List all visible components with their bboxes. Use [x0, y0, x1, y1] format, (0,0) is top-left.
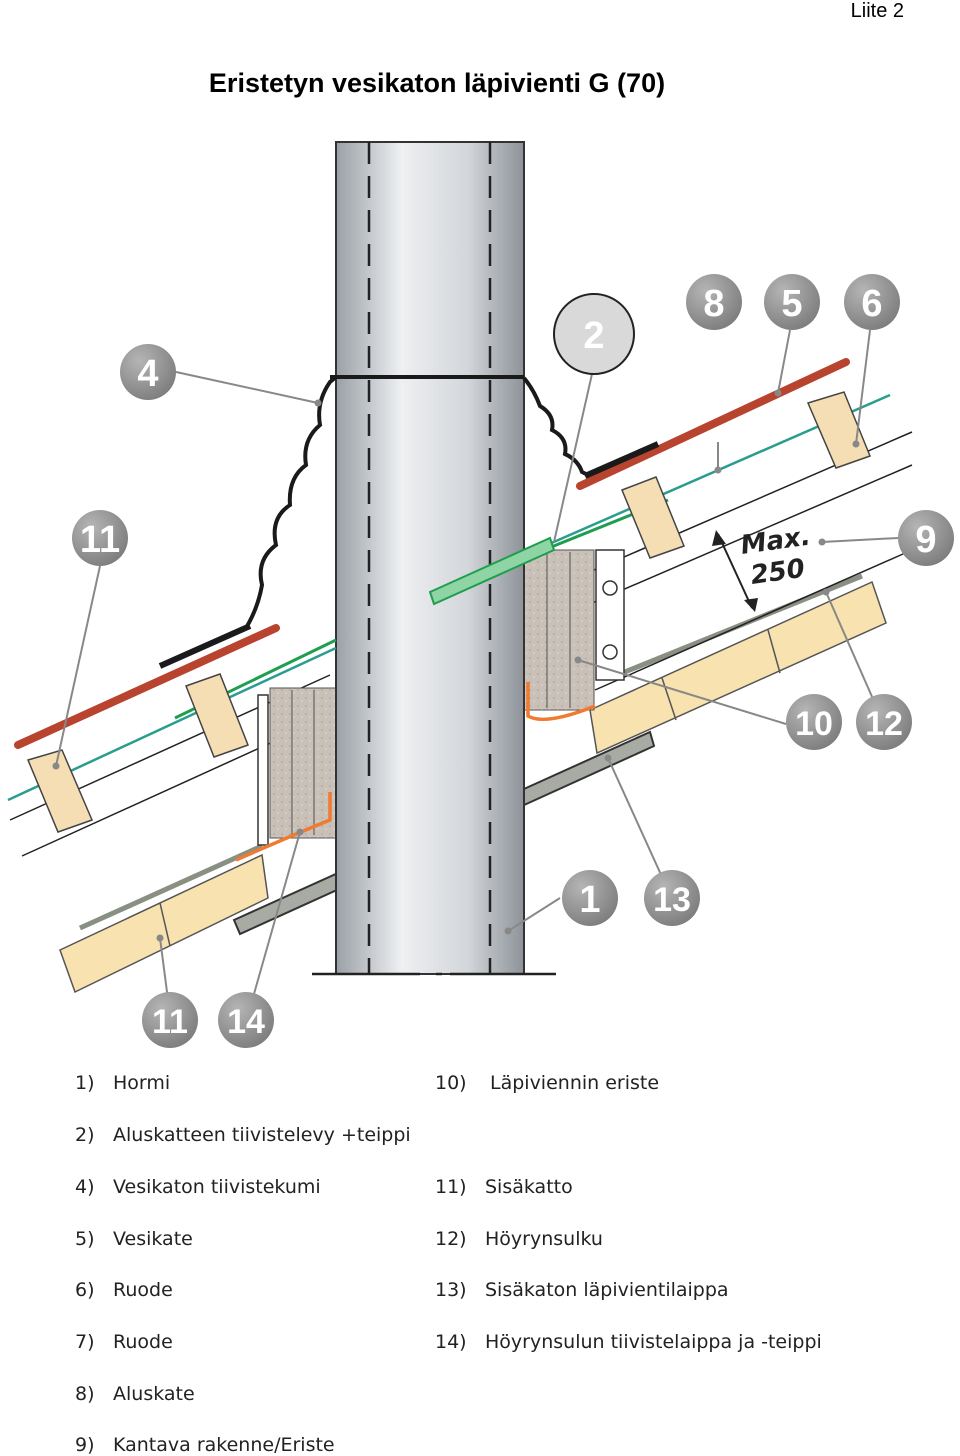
roof-seal-rubber	[244, 375, 591, 630]
svg-text:9: 9	[915, 519, 936, 561]
ceiling-boards	[59, 580, 887, 994]
callout-badge-13: 13	[644, 870, 700, 926]
page-title: Eristetyn vesikaton läpivienti G (70)	[208, 68, 666, 98]
callout-badges: 4 11 8 5 6 9 2 10 12 1 13 11 14	[72, 274, 954, 1048]
chimney-roof-diagram: Max. 250 4 11 8 5 6 9 2 10 12 1	[7, 141, 954, 1048]
svg-text:11: 11	[80, 519, 120, 561]
battens	[26, 391, 871, 833]
legend-item-6: 6)Ruode	[75, 1279, 173, 1301]
legend-item-2: 2)Aluskatteen tiivistelevy +teippi	[75, 1124, 411, 1146]
penetration-insulation	[257, 549, 625, 846]
svg-text:12: 12	[865, 705, 903, 743]
callout-badge-2: 2	[553, 293, 635, 375]
vapour-seal-tape	[235, 682, 596, 862]
callout-badge-8: 8	[686, 274, 742, 330]
max-distance-annotation: Max. 250	[712, 521, 812, 612]
legend-item-14: 14)Höyrynsulun tiivistelaippa ja -teippi	[435, 1331, 822, 1353]
svg-text:2: 2	[583, 315, 604, 357]
legend-item-8: 8)Aluskate	[75, 1383, 195, 1405]
callout-badge-10: 10	[786, 694, 842, 750]
callout-badge-1: 1	[562, 870, 618, 926]
svg-text:6: 6	[861, 283, 882, 325]
callout-badge-7: 11	[72, 510, 128, 566]
legend-item-13: 13)Sisäkaton läpivientilaippa	[435, 1279, 729, 1301]
chimney	[312, 141, 556, 976]
legend-item-12: 12)Höyrynsulku	[435, 1228, 603, 1250]
legend-item-4: 4)Vesikaton tiivistekumi	[75, 1176, 321, 1198]
legend-item-5: 5)Vesikate	[75, 1228, 193, 1250]
svg-text:14: 14	[227, 1003, 265, 1041]
svg-text:13: 13	[653, 881, 691, 919]
callout-badge-4: 4	[120, 344, 176, 400]
callout-badge-6: 6	[844, 274, 900, 330]
svg-text:4: 4	[137, 353, 158, 395]
svg-text:1: 1	[579, 879, 600, 921]
svg-text:10: 10	[795, 705, 833, 743]
legend-item-10: 10)Läpiviennin eriste	[435, 1072, 660, 1094]
callout-badge-11: 11	[142, 992, 198, 1048]
roof-covering	[14, 358, 850, 749]
max-label-line2: 250	[749, 554, 807, 591]
callout-badge-9: 9	[898, 510, 954, 566]
legend-item-11: 11)Sisäkatto	[435, 1176, 573, 1198]
svg-text:5: 5	[781, 283, 802, 325]
legend-item-7: 7)Ruode	[75, 1331, 173, 1353]
callout-badge-14: 14	[218, 992, 274, 1048]
callout-leader-dots	[52, 389, 860, 942]
legend-item-1: 1)Hormi	[75, 1072, 171, 1094]
callout-badge-5: 5	[764, 274, 820, 330]
callout-badge-12: 12	[856, 694, 912, 750]
legend-item-9: 9)Kantava rakenne/Eriste	[75, 1434, 335, 1456]
svg-text:11: 11	[152, 1003, 188, 1041]
corner-label: Liite 2	[850, 0, 904, 22]
svg-text:8: 8	[703, 283, 724, 325]
